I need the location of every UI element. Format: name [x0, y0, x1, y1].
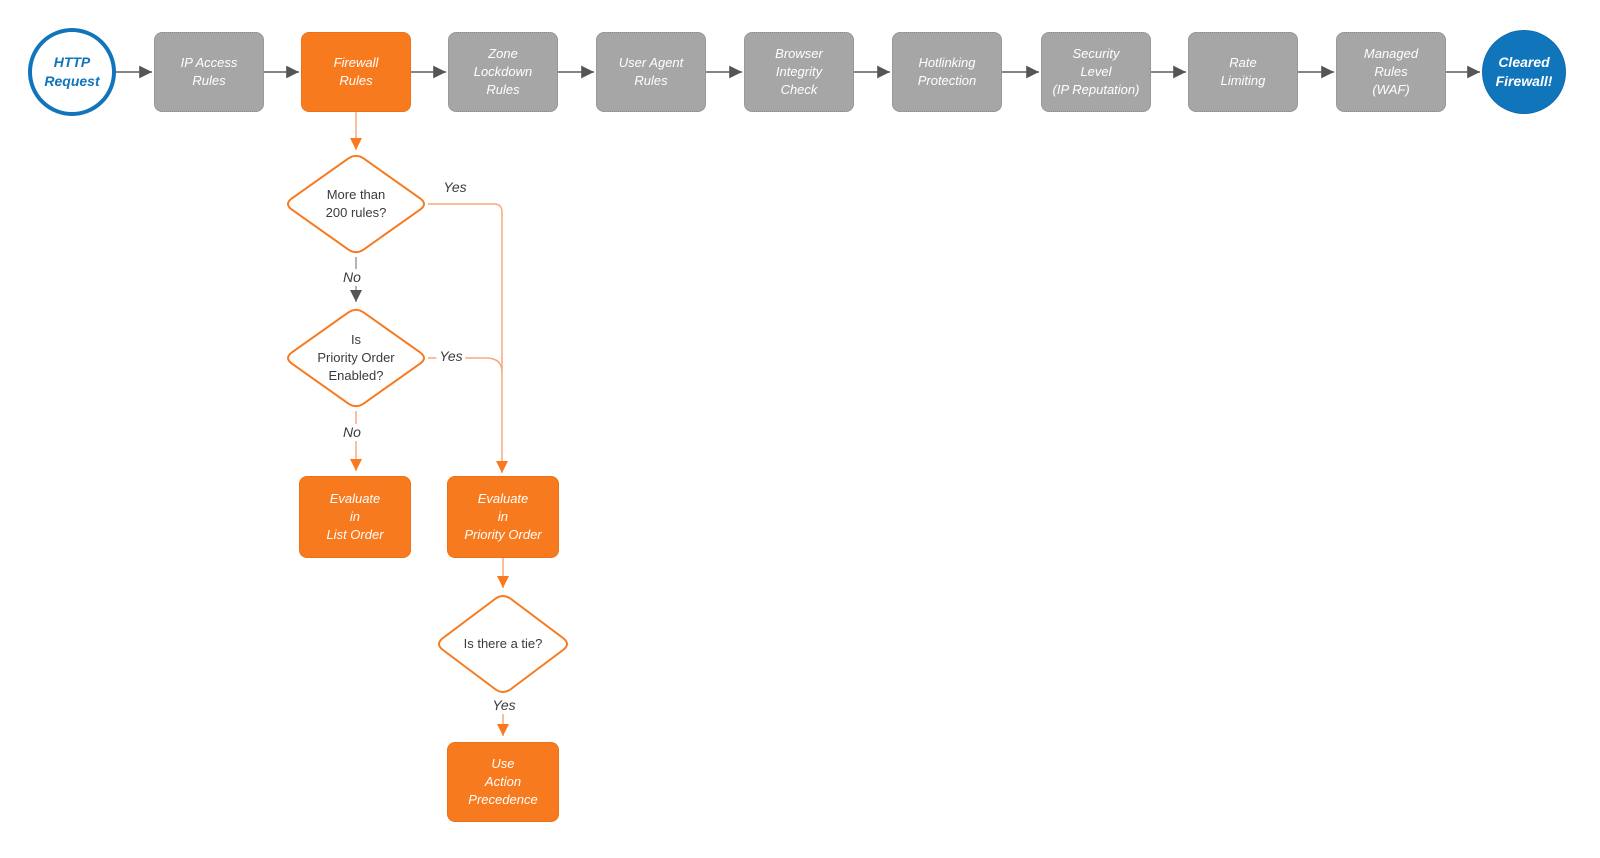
edge-label-decision2-yes: Yes	[436, 348, 466, 365]
decision-diamond-is-there-a-tie	[438, 595, 568, 693]
end-node-label: Cleared Firewall!	[1495, 54, 1553, 89]
decision-diamond-priority-order-enabled	[287, 308, 425, 408]
pipeline-node-label: Security Level (IP Reputation)	[1052, 45, 1140, 98]
pipeline-node-browser-integrity-check: Browser Integrity Check	[744, 32, 854, 112]
pipeline-node-label: Browser Integrity Check	[775, 45, 823, 98]
pipeline-node-label: Hotlinking Protection	[917, 54, 977, 88]
edge-label-decision1-yes: Yes	[440, 179, 470, 196]
edge-label-decision3-yes: Yes	[489, 697, 519, 714]
pipeline-node-firewall-rules: Firewall Rules	[301, 32, 411, 112]
decision-label-more-than-200-rules: More than 200 rules?	[325, 187, 387, 221]
action-node-label: Evaluate in List Order	[326, 490, 384, 543]
edge-decision1-yes	[428, 203, 508, 473]
pipeline-node-rate-limiting: Rate Limiting	[1188, 32, 1298, 112]
pipeline-node-hotlinking-protection: Hotlinking Protection	[892, 32, 1002, 112]
action-node-label: Use Action Precedence	[468, 755, 538, 808]
decision-label-is-there-a-tie: Is there a tie?	[463, 636, 543, 651]
pipeline-node-user-agent-rules: User Agent Rules	[596, 32, 706, 112]
edge-label-decision2-no: No	[340, 424, 364, 441]
pipeline-node-security-level: Security Level (IP Reputation)	[1041, 32, 1151, 112]
action-node-evaluate-in-list-order: Evaluate in List Order	[299, 476, 411, 558]
action-node-evaluate-in-priority-order: Evaluate in Priority Order	[447, 476, 559, 558]
pipeline-node-ip-access-rules: IP Access Rules	[154, 32, 264, 112]
pipeline-node-label: IP Access Rules	[180, 54, 238, 88]
pipeline-node-label: Zone Lockdown Rules	[473, 45, 533, 98]
pipeline-node-label: Managed Rules (WAF)	[1363, 45, 1419, 98]
pipeline-node-zone-lockdown-rules: Zone Lockdown Rules	[448, 32, 558, 112]
end-node-cleared-firewall: Cleared Firewall!	[1482, 30, 1566, 114]
edge-label-decision1-no: No	[340, 269, 364, 286]
start-node-http-request: HTTP Request	[28, 28, 116, 116]
pipeline-node-label: Rate Limiting	[1220, 54, 1266, 88]
decision-label-priority-order-enabled: Is Priority Order Enabled?	[317, 332, 395, 384]
edge-decision2-yes	[428, 357, 503, 373]
pipeline-node-label: User Agent Rules	[618, 54, 684, 88]
pipeline-node-managed-rules-waf: Managed Rules (WAF)	[1336, 32, 1446, 112]
action-node-use-action-precedence: Use Action Precedence	[447, 742, 559, 822]
start-node-label: HTTP Request	[44, 54, 100, 89]
pipeline-node-label: Firewall Rules	[333, 54, 379, 88]
decision-diamond-more-than-200-rules	[287, 154, 425, 254]
action-node-label: Evaluate in Priority Order	[464, 490, 542, 543]
